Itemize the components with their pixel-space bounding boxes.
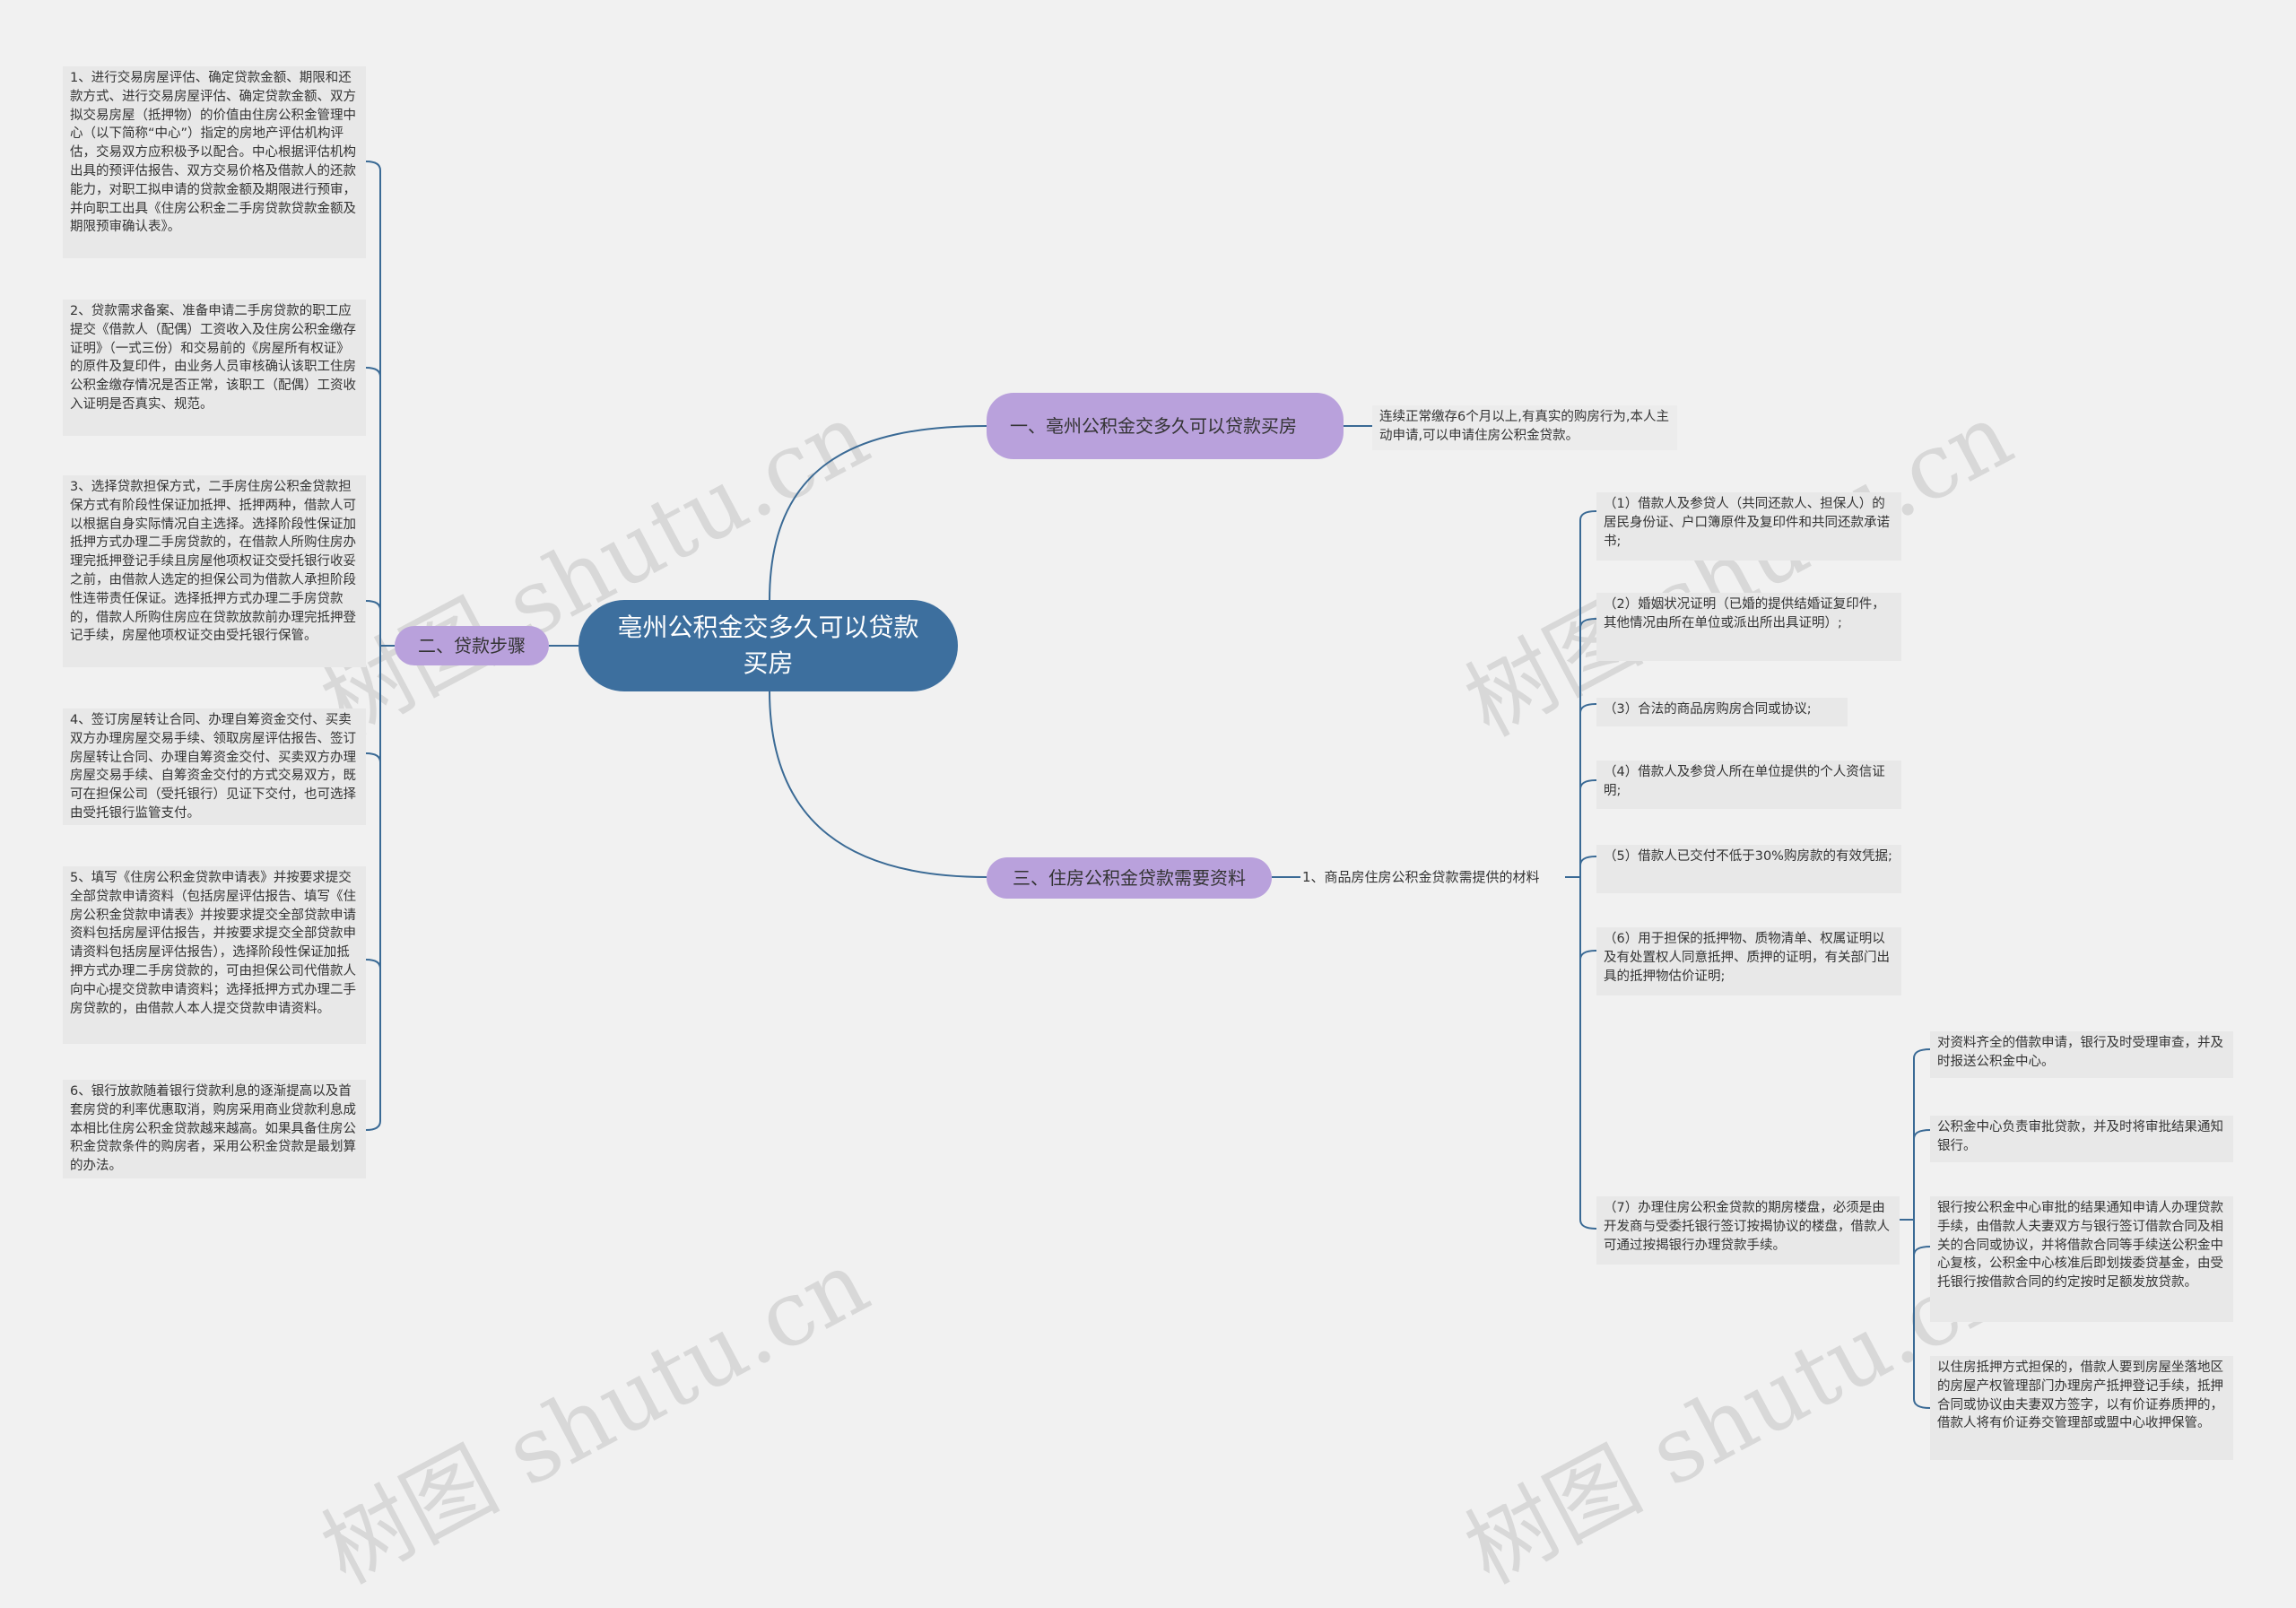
b2-step-1: 1、进行交易房屋评估、确定贷款金额、期限和还款方式、进行交易房屋评估、确定贷款金… [63, 66, 366, 258]
branch-2[interactable]: 二、贷款步骤 [395, 626, 549, 665]
root-topic[interactable]: 亳州公积金交多久可以贷款买房 [578, 600, 958, 691]
branch-1[interactable]: 一、亳州公积金交多久可以贷款买房 [987, 393, 1344, 459]
b3-item-1: （1）借款人及参贷人（共同还款人、担保人）的居民身份证、户口簿原件及复印件和共同… [1596, 492, 1901, 561]
item7-child-1: 对资料齐全的借款申请，银行及时受理审查，并及时报送公积金中心。 [1930, 1031, 2233, 1078]
bracket-b2 [379, 170, 395, 1121]
b2-step-4: 4、签订房屋转让合同、办理自筹资金交付、买卖双方办理房屋交易手续、领取房屋评估报… [63, 708, 366, 825]
link-root-b3 [769, 690, 987, 878]
item7-child-2: 公积金中心负责审批贷款，并及时将审批结果通知银行。 [1930, 1116, 2233, 1162]
b2-step-2: 2、贷款需求备案、准备申请二手房贷款的职工应提交《借款人（配偶）工资收入及住房公… [63, 300, 366, 436]
b3-item-3: （3）合法的商品房购房合同或协议; [1596, 698, 1848, 726]
b2-step-6: 6、银行放款随着银行贷款利息的逐渐提高以及首套房贷的利率优惠取消，购房采用商业贷… [63, 1080, 366, 1178]
b3-item-4: （4）借款人及参贷人所在单位提供的个人资信证明; [1596, 761, 1901, 809]
b3-sub-topic: 1、商品房住房公积金贷款需提供的材料 [1302, 869, 1540, 885]
link-root-b1 [769, 425, 987, 602]
b2-step-3: 3、选择贷款担保方式，二手房住房公积金贷款担保方式有阶段性保证加抵押、抵押两种，… [63, 475, 366, 667]
bracket-b3-sub [1565, 520, 1581, 1220]
item7-child-3: 银行按公积金中心审批的结果通知申请人办理贷款手续，由借款人夫妻双方与银行签订借款… [1930, 1196, 2233, 1322]
b3-item-6: （6）用于担保的抵押物、质物清单、权属证明以及有处置权人同意抵押、质押的证明，有… [1596, 927, 1901, 995]
connector-lines [365, 161, 1931, 1409]
b3-item-7: （7）办理住房公积金贷款的期房楼盘，必须是由开发商与受委托银行签订按揭协议的楼盘… [1596, 1196, 1900, 1265]
b1-leaf: 连续正常缴存6个月以上,有真实的购房行为,本人主动申请,可以申请住房公积金贷款。 [1372, 405, 1677, 450]
bracket-item7 [1900, 1058, 1915, 1399]
item7-child-4: 以住房抵押方式担保的，借款人要到房屋坐落地区的房屋产权管理部门办理房产抵押登记手… [1930, 1356, 2233, 1460]
branch-3[interactable]: 三、住房公积金贷款需要资料 [987, 857, 1272, 899]
b2-step-5: 5、填写《住房公积金贷款申请表》并按要求提交全部贷款申请资料（包括房屋评估报告、… [63, 866, 366, 1044]
b3-item-2: （2）婚姻状况证明（已婚的提供结婚证复印件，其他情况由所在单位或派出所出具证明）… [1596, 593, 1901, 661]
b3-item-5: （5）借款人已交付不低于30%购房款的有效凭据; [1596, 845, 1901, 893]
